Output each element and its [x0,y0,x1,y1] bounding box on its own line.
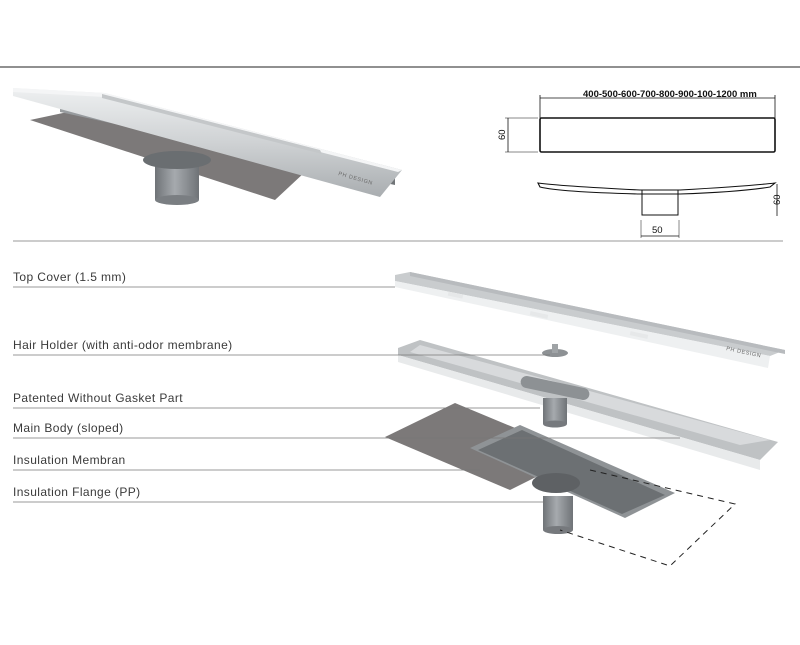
depth-dimension-label: 60 [772,194,783,205]
front-view-outline [539,117,776,153]
callout-hair-holder: Hair Holder (with anti-odor membrane) [13,338,233,352]
outlet-dimension-label: 50 [652,225,663,236]
callout-insulation-membran: Insulation Membran [13,453,126,467]
callout-leaders [13,286,680,503]
callout-gasket-part: Patented Without Gasket Part [13,391,183,405]
callout-insulation-flange: Insulation Flange (PP) [13,485,141,499]
callout-main-body: Main Body (sloped) [13,421,124,435]
exploded-view-illustration: PH DESIGN [385,272,785,567]
callout-top-cover: Top Cover (1.5 mm) [13,270,127,284]
dimension-drawing: 400-500-600-700-800-900-100-1200 mm 60 6… [497,89,783,238]
assembled-drain-illustration: PH DESIGN [13,88,402,205]
height-dimension-label: 60 [497,129,508,140]
side-view-outline [537,182,777,195]
length-dimension-label: 400-500-600-700-800-900-100-1200 mm [583,89,757,100]
